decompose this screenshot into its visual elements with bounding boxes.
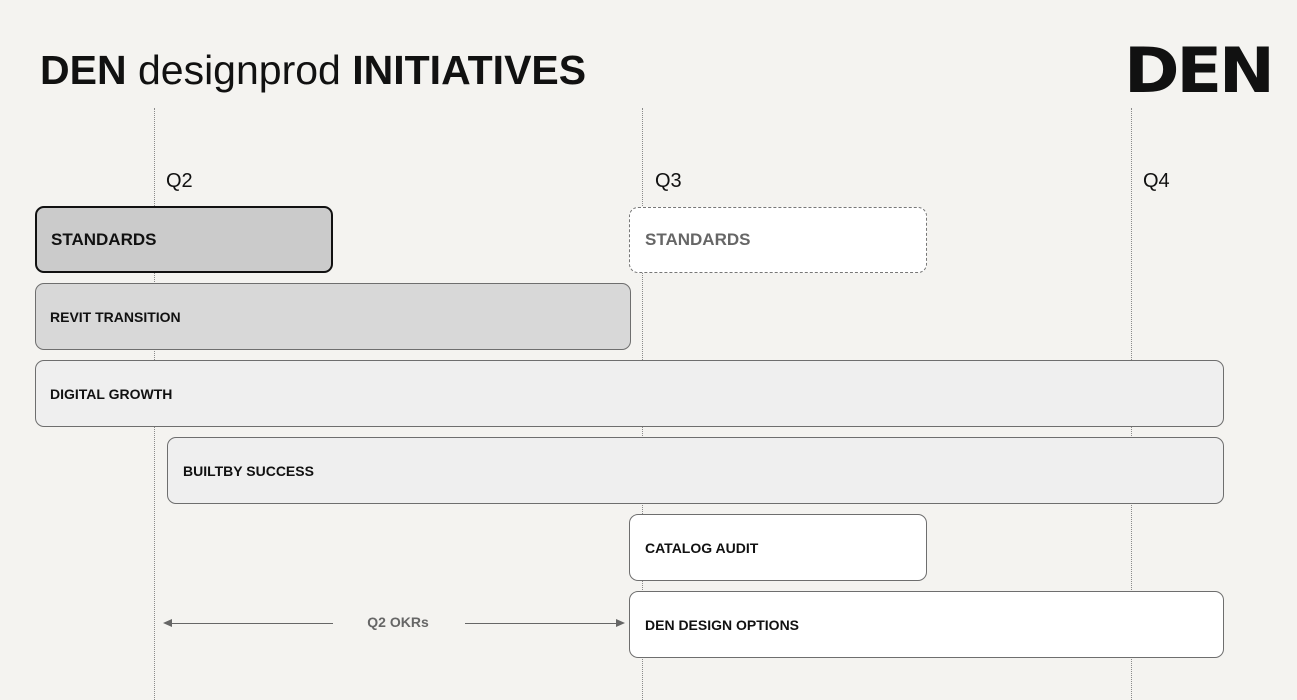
initiative-standards-q2[interactable]: STANDARDS xyxy=(35,206,333,273)
title-brand: DEN xyxy=(40,47,127,93)
initiative-digital-growth[interactable]: DIGITAL GROWTH xyxy=(35,360,1224,427)
initiative-revit-transition[interactable]: REVIT TRANSITION xyxy=(35,283,631,350)
quarter-label-q2: Q2 xyxy=(166,170,193,192)
quarter-label-q4: Q4 xyxy=(1143,170,1170,192)
initiative-catalog-audit[interactable]: CATALOG AUDIT xyxy=(629,514,927,581)
initiative-label: DEN DESIGN OPTIONS xyxy=(645,616,800,633)
quarter-label-q3: Q3 xyxy=(655,170,682,192)
arrow-right-icon xyxy=(616,619,625,627)
arrow-left-icon xyxy=(163,619,172,627)
title-initiatives: INITIATIVES xyxy=(352,47,587,93)
okr-arrow-left-line xyxy=(170,623,333,624)
title-middle: designprod xyxy=(126,47,353,93)
initiative-label: STANDARDS xyxy=(645,230,751,249)
page-title: DEN designprod INITIATIVES xyxy=(40,44,586,96)
initiative-label: CATALOG AUDIT xyxy=(645,539,759,556)
initiative-builtby-success[interactable]: BUILTBY SUCCESS xyxy=(167,437,1224,504)
initiative-standards-q3[interactable]: STANDARDS xyxy=(629,207,927,273)
initiative-label: BUILTBY SUCCESS xyxy=(183,462,314,479)
initiative-label: DIGITAL GROWTH xyxy=(50,385,173,402)
initiative-label: REVIT TRANSITION xyxy=(50,308,181,325)
den-logo: DEN xyxy=(1124,34,1275,107)
okr-arrow-right-line xyxy=(465,623,617,624)
q2-okrs-label: Q2 OKRs xyxy=(367,614,429,630)
initiative-den-design-options[interactable]: DEN DESIGN OPTIONS xyxy=(629,591,1224,658)
initiative-label: STANDARDS xyxy=(51,229,157,249)
